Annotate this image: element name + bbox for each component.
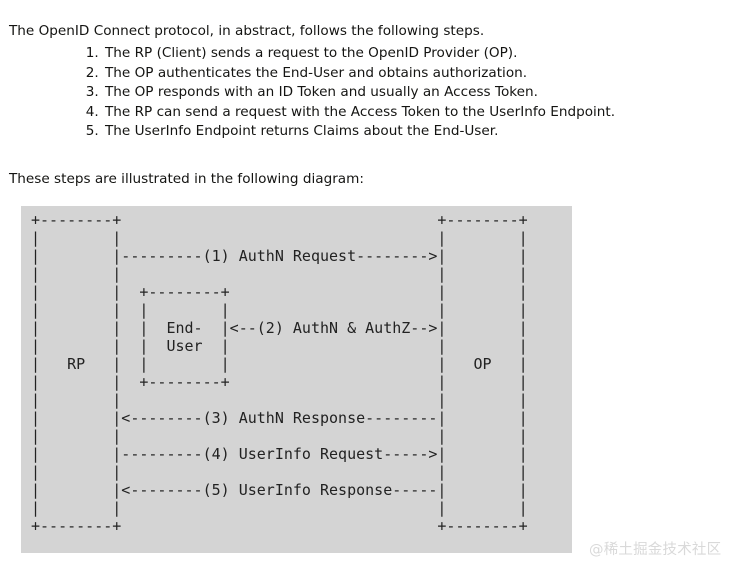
protocol-steps-list: The RP (Client) sends a request to the O… [73, 44, 615, 142]
list-item: The OP responds with an ID Token and usu… [103, 83, 615, 103]
list-item: The RP (Client) sends a request to the O… [103, 44, 615, 64]
list-item: The OP authenticates the End-User and ob… [103, 64, 615, 84]
watermark-label: @稀土掘金技术社区 [589, 542, 722, 558]
ascii-diagram-text: +--------+ +--------+ | | | | | |-------… [31, 211, 528, 535]
list-item: The UserInfo Endpoint returns Claims abo… [103, 122, 615, 142]
outro-paragraph: These steps are illustrated in the follo… [9, 170, 364, 187]
list-item: The RP can send a request with the Acces… [103, 103, 615, 123]
intro-paragraph: The OpenID Connect protocol, in abstract… [9, 22, 485, 39]
ascii-diagram-block: +--------+ +--------+ | | | | | |-------… [21, 206, 572, 553]
